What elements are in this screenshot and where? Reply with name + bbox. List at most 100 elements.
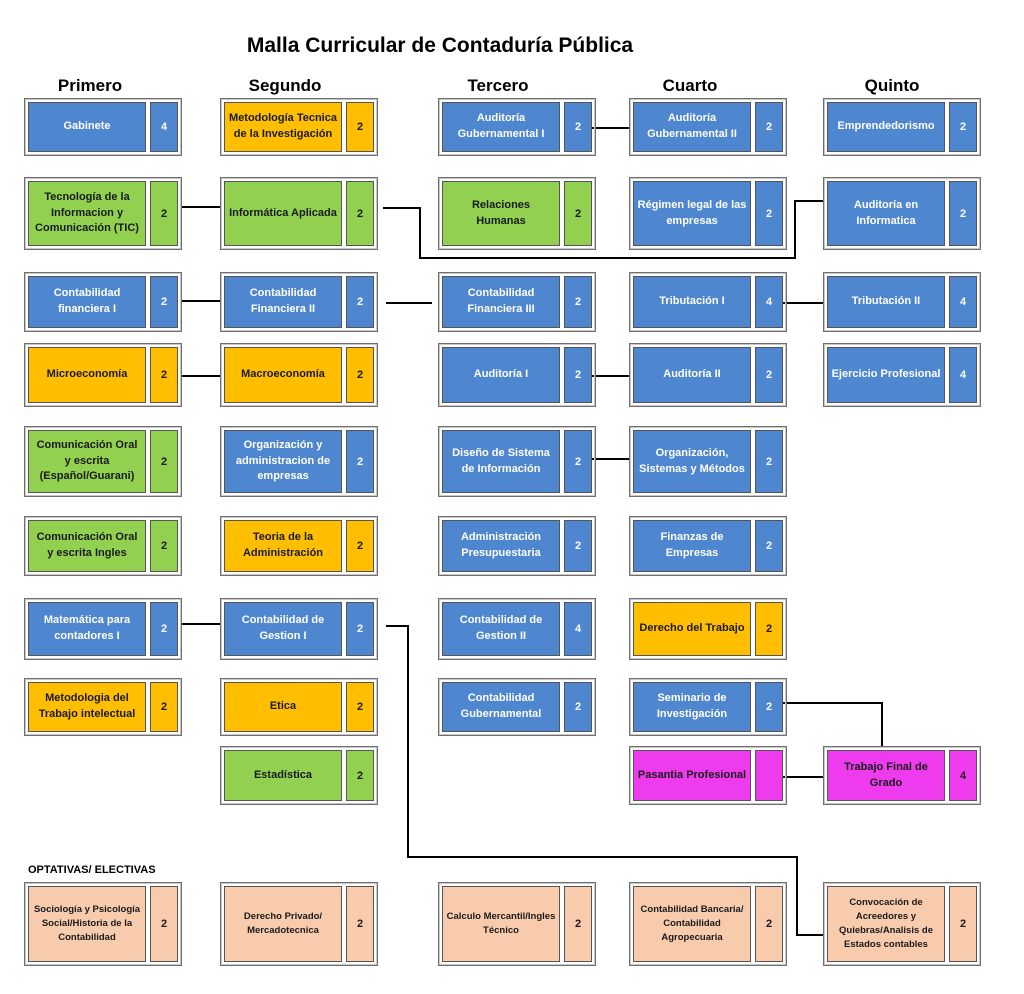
course-credits: 2 (150, 886, 178, 962)
course-name: Matemática para contadores I (28, 602, 146, 656)
course-credits: 2 (346, 276, 374, 328)
course-credits: 2 (755, 886, 783, 962)
course-credits: 2 (755, 602, 783, 656)
course-credits: 2 (346, 750, 374, 801)
course-name: Etica (224, 682, 342, 732)
course-credits: 2 (755, 102, 783, 152)
course-credits: 2 (949, 102, 977, 152)
course-name: Auditoría I (442, 347, 560, 403)
course-credits: 4 (755, 276, 783, 328)
course-credits: 2 (755, 430, 783, 493)
year-header-5: Quinto (864, 76, 920, 95)
course-name: Microeconomía (28, 347, 146, 403)
course-credits: 2 (564, 682, 592, 732)
course-credits: 2 (150, 347, 178, 403)
course-credits: 4 (564, 602, 592, 656)
connector-gestion-convocacion (386, 625, 824, 936)
course-credits: 2 (150, 276, 178, 328)
course-credits (755, 750, 783, 801)
course-name: Ejercicio Profesional (827, 347, 945, 403)
course-credits: 2 (564, 347, 592, 403)
course-name: Convocación de Acreedores y Quiebras/Ana… (827, 886, 945, 962)
course-credits: 4 (949, 750, 977, 801)
course-credits: 2 (755, 347, 783, 403)
course-credits: 2 (564, 520, 592, 572)
course-name: Calculo Mercantil/Ingles Técnico (442, 886, 560, 962)
course-name: Auditoría Gubernamental I (442, 102, 560, 152)
course-name: Tecnología de la Informacion y Comunicac… (28, 181, 146, 246)
course-name: Seminario de Investigación (633, 682, 751, 732)
course-credits: 2 (150, 520, 178, 572)
course-credits: 2 (564, 276, 592, 328)
course-name: Contabilidad Financiera II (224, 276, 342, 328)
course-credits: 2 (150, 430, 178, 493)
course-name: Auditoría en Informatica (827, 181, 945, 246)
course-credits: 2 (564, 430, 592, 493)
course-name: Auditoría Gubernamental II (633, 102, 751, 152)
course-name: Organización, Sistemas y Métodos (633, 430, 751, 493)
optativas-label: OPTATIVAS/ ELECTIVAS (28, 864, 156, 876)
year-header-2: Segundo (248, 76, 322, 95)
course-credits: 4 (949, 347, 977, 403)
course-name: Régimen legal de las empresas (633, 181, 751, 246)
course-pasantia: Pasantia Profesional (629, 746, 787, 805)
course-name: Administración Presupuestaria (442, 520, 560, 572)
course-credits: 2 (346, 102, 374, 152)
course-name: Auditoría II (633, 347, 751, 403)
course-tic: Tecnología de la Informacion y Comunicac… (24, 177, 182, 250)
course-name: Contabilidad de Gestion I (224, 602, 342, 656)
course-name: Trabajo Final de Grado (827, 750, 945, 801)
course-credits: 2 (150, 602, 178, 656)
year-header-3: Tercero (467, 76, 529, 95)
course-credits: 2 (346, 602, 374, 656)
course-credits: 2 (346, 682, 374, 732)
course-name: Tributación II (827, 276, 945, 328)
course-credits: 2 (346, 347, 374, 403)
course-organizacion-adm: Organización y administracion de empresa… (220, 426, 378, 497)
course-com-oral-esp: Comunicación Oral y escrita (Español/Gua… (24, 426, 182, 497)
course-credits: 4 (949, 276, 977, 328)
course-credits: 2 (346, 430, 374, 493)
course-name: Relaciones Humanas (442, 181, 560, 246)
page-title: Malla Curricular de Contaduría Pública (246, 34, 634, 57)
year-header-4: Cuarto (662, 76, 718, 95)
course-name: Diseño de Sistema de Información (442, 430, 560, 493)
course-credits: 2 (949, 181, 977, 246)
course-name: Gabinete (28, 102, 146, 152)
course-name: Derecho del Trabajo (633, 602, 751, 656)
course-credits: 2 (564, 102, 592, 152)
course-credits: 2 (755, 181, 783, 246)
course-credits: 2 (346, 520, 374, 572)
course-name: Comunicación Oral y escrita Ingles (28, 520, 146, 572)
